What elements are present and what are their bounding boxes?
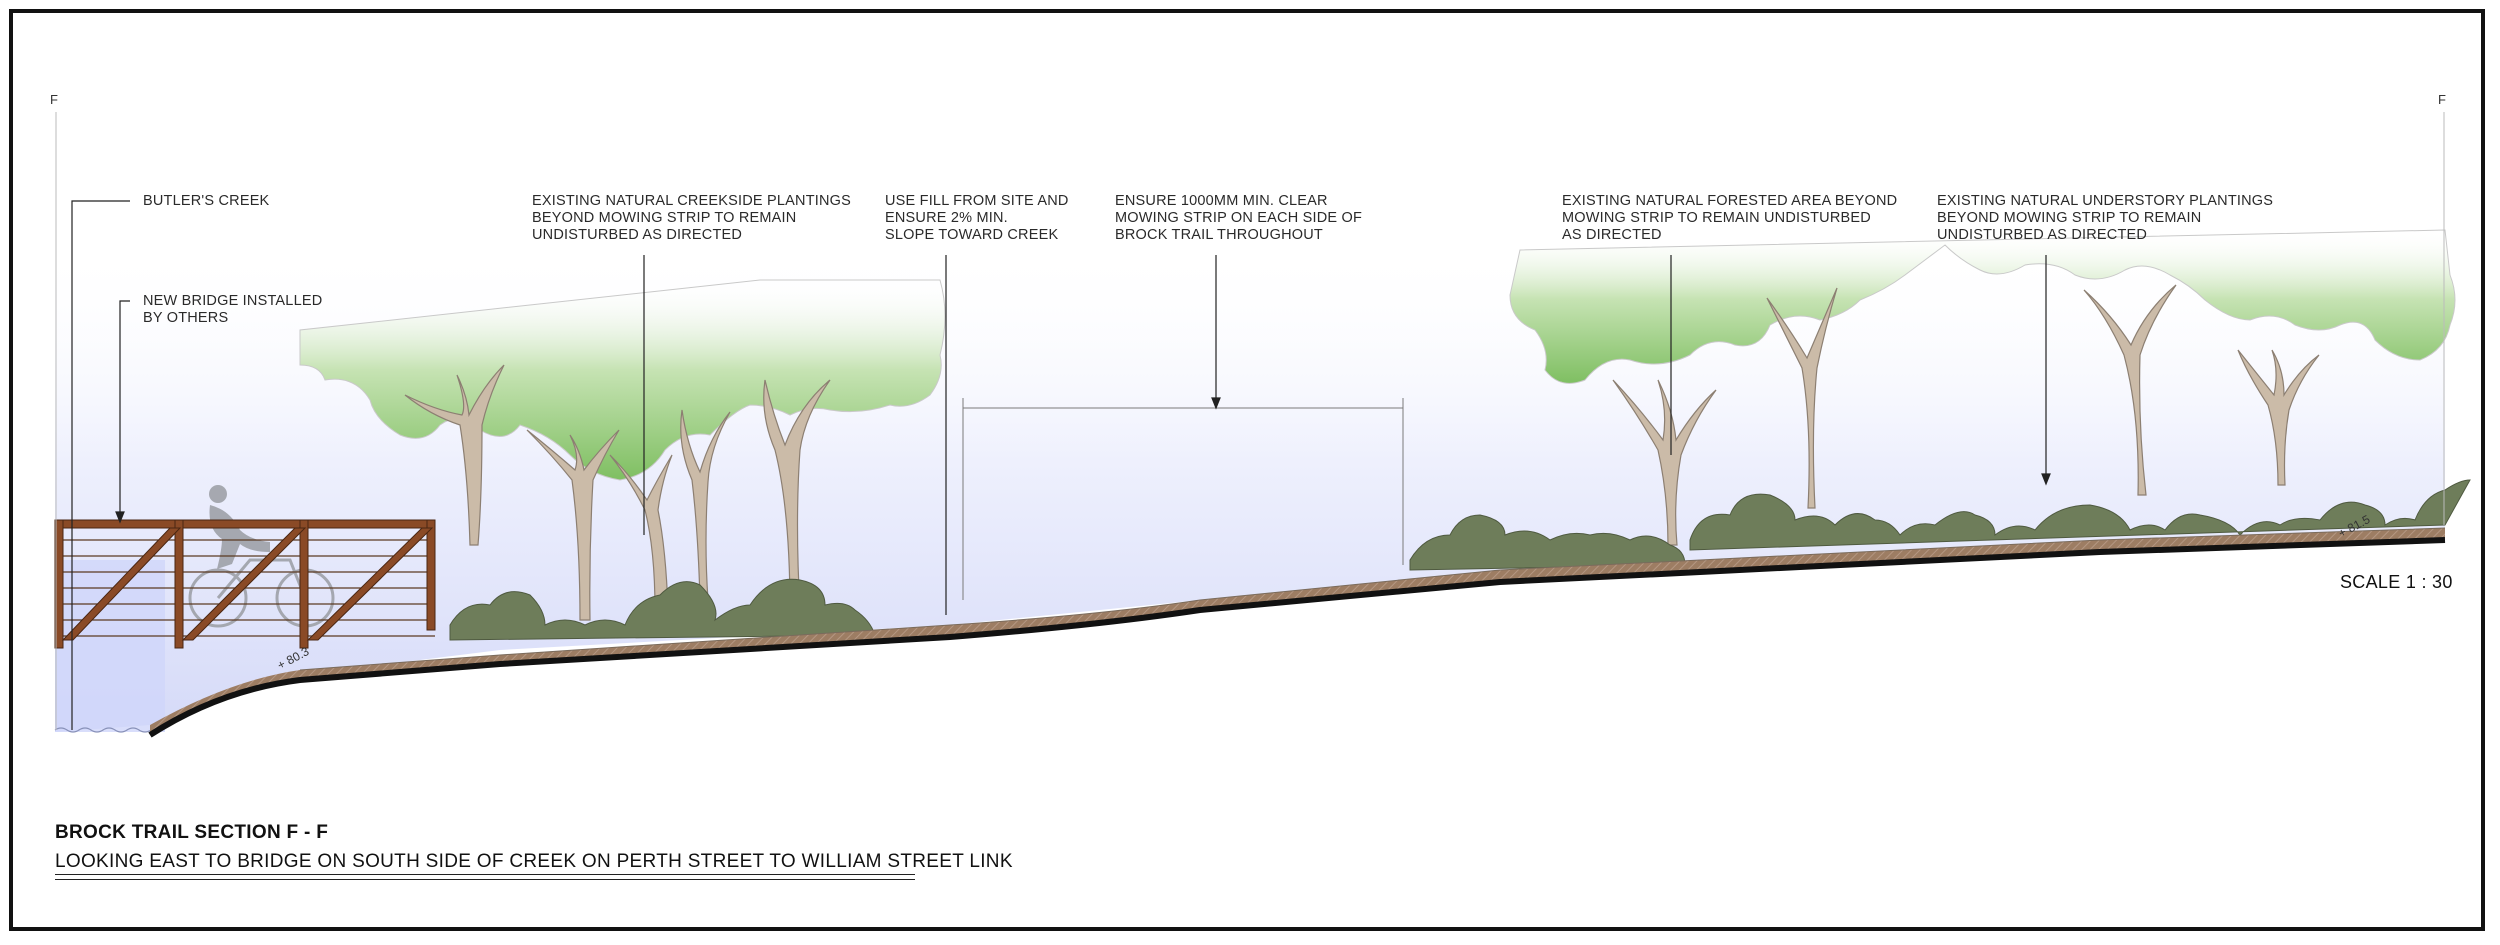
note-creekside-plantings: EXISTING NATURAL CREEKSIDE PLANTINGS BEY… [532, 193, 852, 243]
ground-surface [299, 527, 2446, 671]
mowing-strip-dimension [962, 398, 1404, 600]
section-mark-left: F [50, 92, 58, 107]
note-understory-plantings: EXISTING NATURAL UNDERSTORY PLANTINGS BE… [1937, 193, 2274, 243]
shrubs [449, 479, 2471, 641]
note-use-fill: USE FILL FROM SITE AND ENSURE 2% MIN. SL… [885, 193, 1069, 243]
section-marker-lines [55, 112, 2445, 730]
drawing-subtitle: LOOKING EAST TO BRIDGE ON SOUTH SIDE OF … [55, 851, 1013, 872]
ground-subgrade-line [148, 537, 2446, 738]
tree-trunks [404, 284, 2320, 621]
scale-label: SCALE 1 : 30 [2340, 572, 2453, 592]
title-underline [55, 874, 915, 875]
canopy-right [1509, 229, 2456, 384]
section-mark-right: F [2438, 92, 2446, 107]
leader-lines [71, 200, 2051, 730]
note-mowing-strip: ENSURE 1000mm MIN. CLEAR MOWING STRIP ON… [1115, 193, 1363, 243]
title-underline-secondary [55, 879, 915, 880]
note-new-bridge: NEW BRIDGE INSTALLED BY OTHERS [143, 293, 323, 326]
note-forested-area: EXISTING NATURAL FORESTED AREA BEYOND MO… [1562, 193, 1898, 243]
drawing-title: BROCK TRAIL SECTION F - F [55, 822, 329, 843]
sky-background [55, 240, 2445, 732]
bridge [54, 485, 436, 649]
note-butlers-creek: BUTLER'S CREEK [143, 193, 270, 209]
bridge-frame [54, 519, 436, 649]
creek-water [55, 560, 165, 732]
canopy-left [299, 279, 946, 481]
water-surface [54, 727, 152, 733]
